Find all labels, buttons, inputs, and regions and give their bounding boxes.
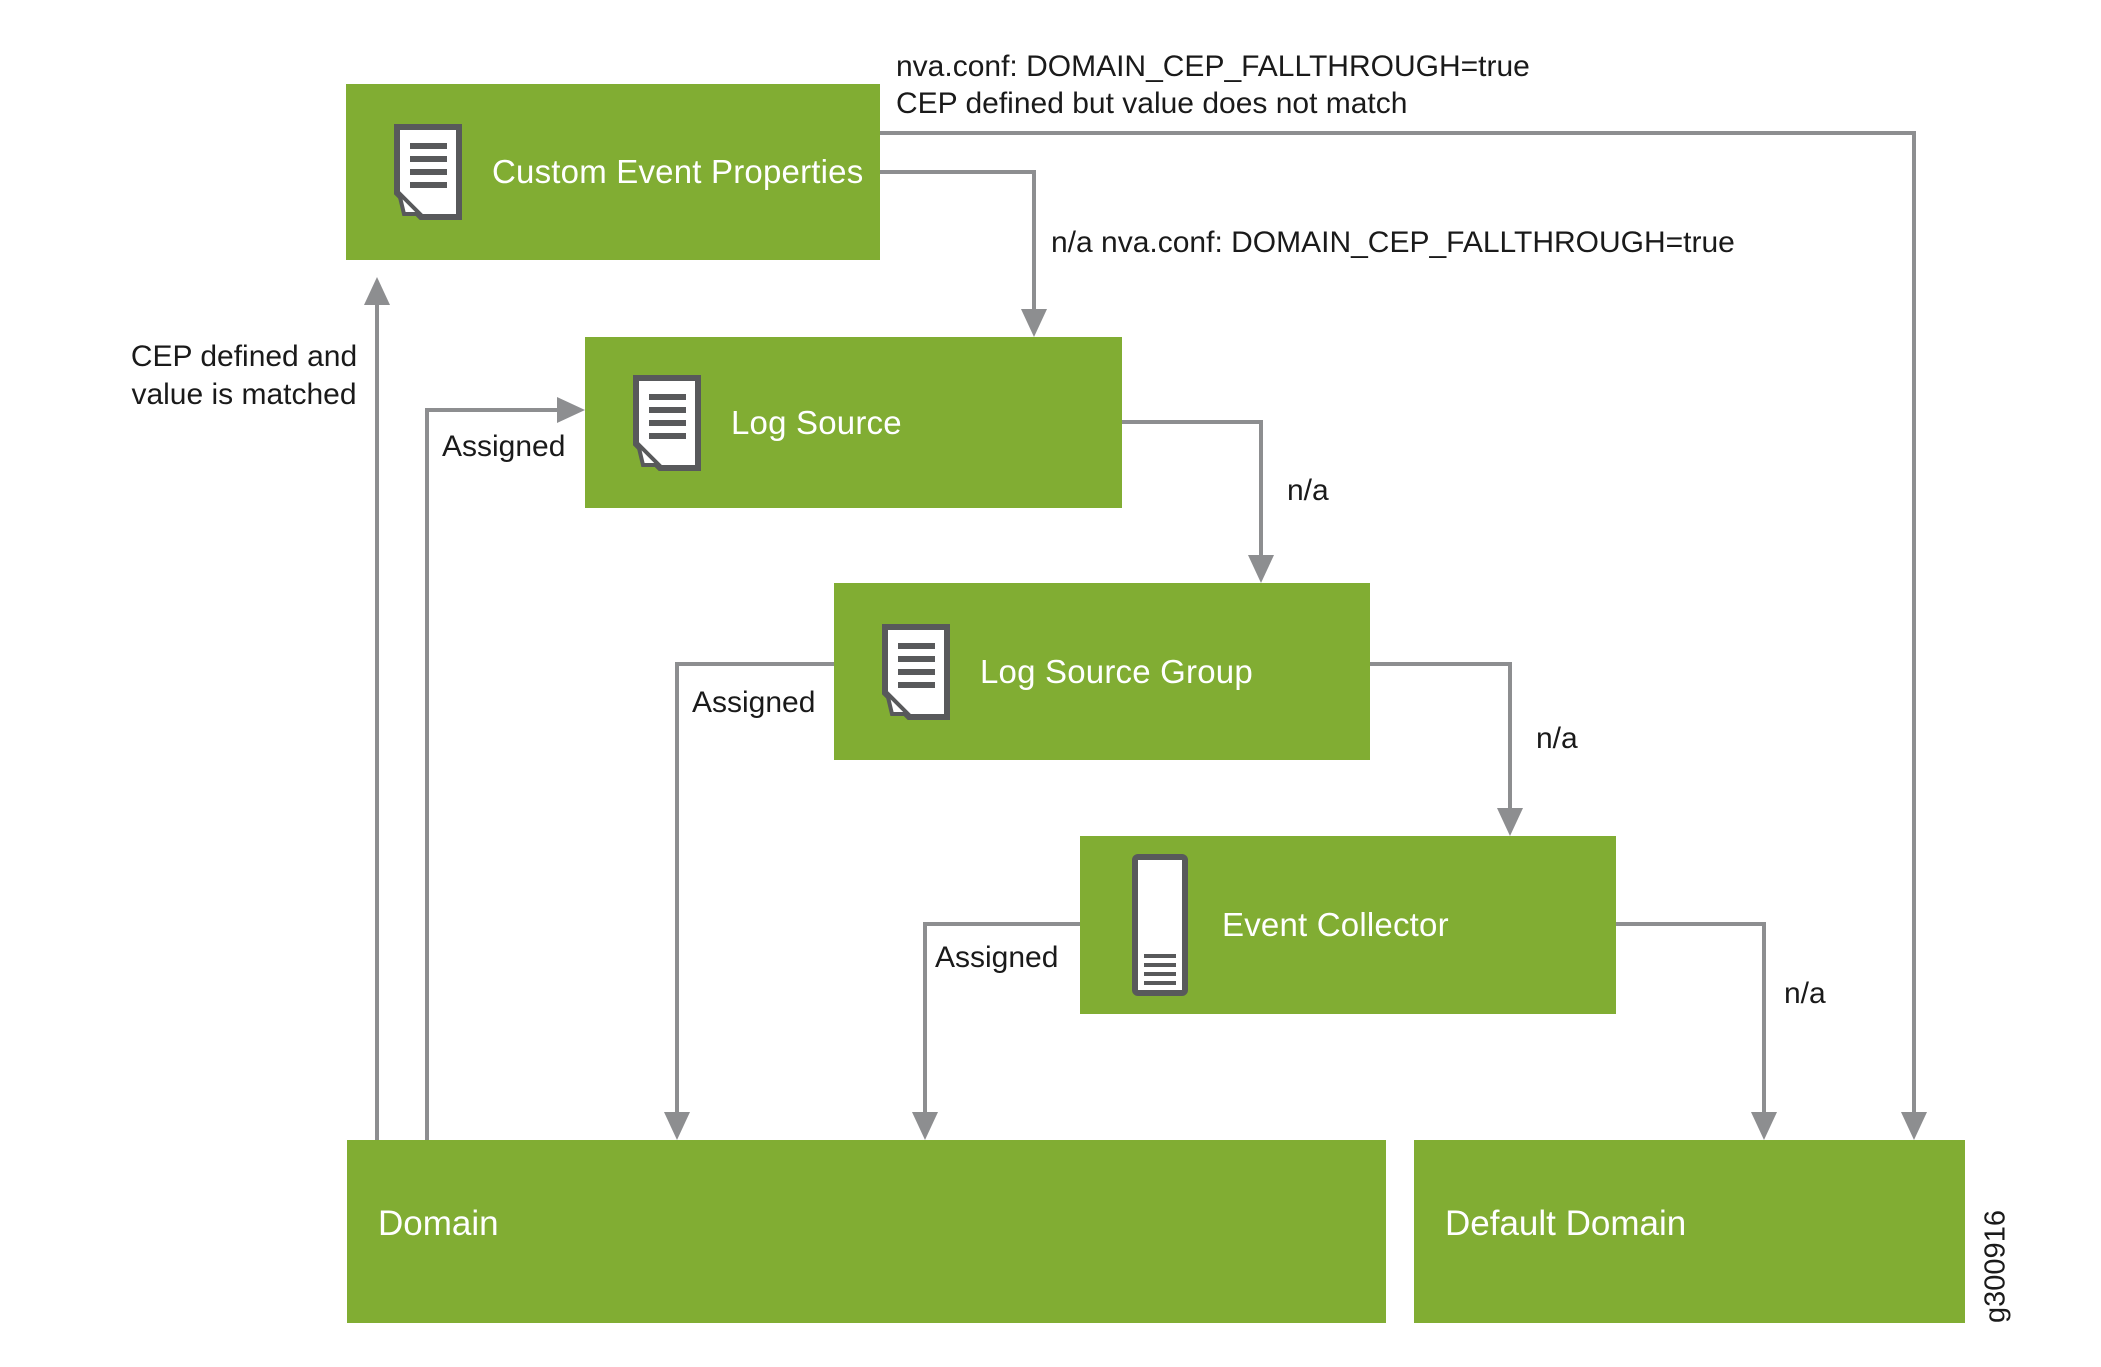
connector-ec-dd-horizontal: [1616, 922, 1766, 926]
node-domain: Domain: [347, 1140, 1386, 1323]
arrowhead-down-icon: [1021, 309, 1047, 337]
annotation-line: CEP defined and: [130, 340, 358, 373]
figure-id-label: g300916: [1979, 1210, 2012, 1323]
node-event-collector: Event Collector: [1080, 836, 1616, 1014]
connector-ls-lsg-horizontal: [1122, 420, 1263, 424]
arrowhead-down-icon: [1497, 808, 1523, 836]
node-label: Log Source Group: [980, 652, 1253, 690]
document-icon: [394, 124, 462, 220]
arrowhead-up-icon: [364, 277, 390, 305]
connector-cep-matched-vertical: [375, 303, 379, 1140]
annotation-cep-matched: CEP defined and value is matched: [114, 338, 374, 414]
connector-lsg-ec-vertical: [1508, 662, 1512, 809]
arrowhead-down-icon: [664, 1112, 690, 1140]
arrowhead-down-icon: [912, 1112, 938, 1140]
node-label: Domain: [378, 1203, 499, 1243]
annotation-fallthrough-na: n/a nva.conf: DOMAIN_CEP_FALLTHROUGH=tru…: [1051, 226, 1735, 259]
annotation-fallthrough-no-match: nva.conf: DOMAIN_CEP_FALLTHROUGH=true CE…: [896, 48, 1530, 122]
annotation-line: CEP defined but value does not match: [896, 87, 1408, 120]
node-label: Custom Event Properties: [492, 153, 864, 190]
document-icon: [882, 623, 950, 720]
connector-fallthrough-na-horizontal: [880, 170, 1036, 174]
connector-assigned-ec-horizontal: [925, 922, 1080, 926]
annotation-assigned-log-source: Assigned: [442, 430, 566, 463]
connector-assigned-ls-horizontal: [425, 408, 557, 412]
connector-fallthrough-nomatch-horizontal: [880, 131, 1916, 135]
connector-assigned-lsg-horizontal: [677, 662, 834, 666]
connector-assigned-ls-vertical: [425, 408, 429, 1140]
node-log-source-group: Log Source Group: [834, 583, 1370, 760]
connector-assigned-lsg-vertical: [675, 662, 679, 1112]
node-label: Default Domain: [1445, 1203, 1687, 1243]
annotation-line: nva.conf: DOMAIN_CEP_FALLTHROUGH=true: [896, 50, 1530, 83]
annotation-na-to-event-collector: n/a: [1536, 722, 1578, 755]
node-custom-event-properties: Custom Event Properties: [346, 84, 880, 260]
connector-fallthrough-na-vertical: [1032, 170, 1036, 310]
arrowhead-down-icon: [1901, 1112, 1927, 1140]
arrowhead-down-icon: [1248, 555, 1274, 583]
connector-assigned-ec-vertical: [923, 922, 927, 1112]
connector-fallthrough-nomatch-vertical: [1912, 131, 1916, 1113]
connector-ls-lsg-vertical: [1259, 420, 1263, 556]
connector-ec-dd-vertical: [1762, 922, 1766, 1113]
arrowhead-right-icon: [557, 397, 585, 423]
node-default-domain: Default Domain: [1414, 1140, 1965, 1323]
annotation-assigned-event-collector: Assigned: [935, 941, 1059, 974]
server-icon: [1132, 854, 1188, 996]
node-label: Event Collector: [1222, 906, 1449, 943]
annotation-line: value is matched: [131, 378, 357, 411]
annotation-na-to-log-source-group: n/a: [1287, 474, 1329, 507]
annotation-assigned-log-source-group: Assigned: [692, 686, 816, 719]
arrowhead-down-icon: [1751, 1112, 1777, 1140]
annotation-na-to-default-domain: n/a: [1784, 977, 1826, 1010]
connector-lsg-ec-horizontal: [1370, 662, 1512, 666]
document-icon: [633, 374, 701, 471]
node-label: Log Source: [731, 403, 902, 441]
node-log-source: Log Source: [585, 337, 1122, 508]
